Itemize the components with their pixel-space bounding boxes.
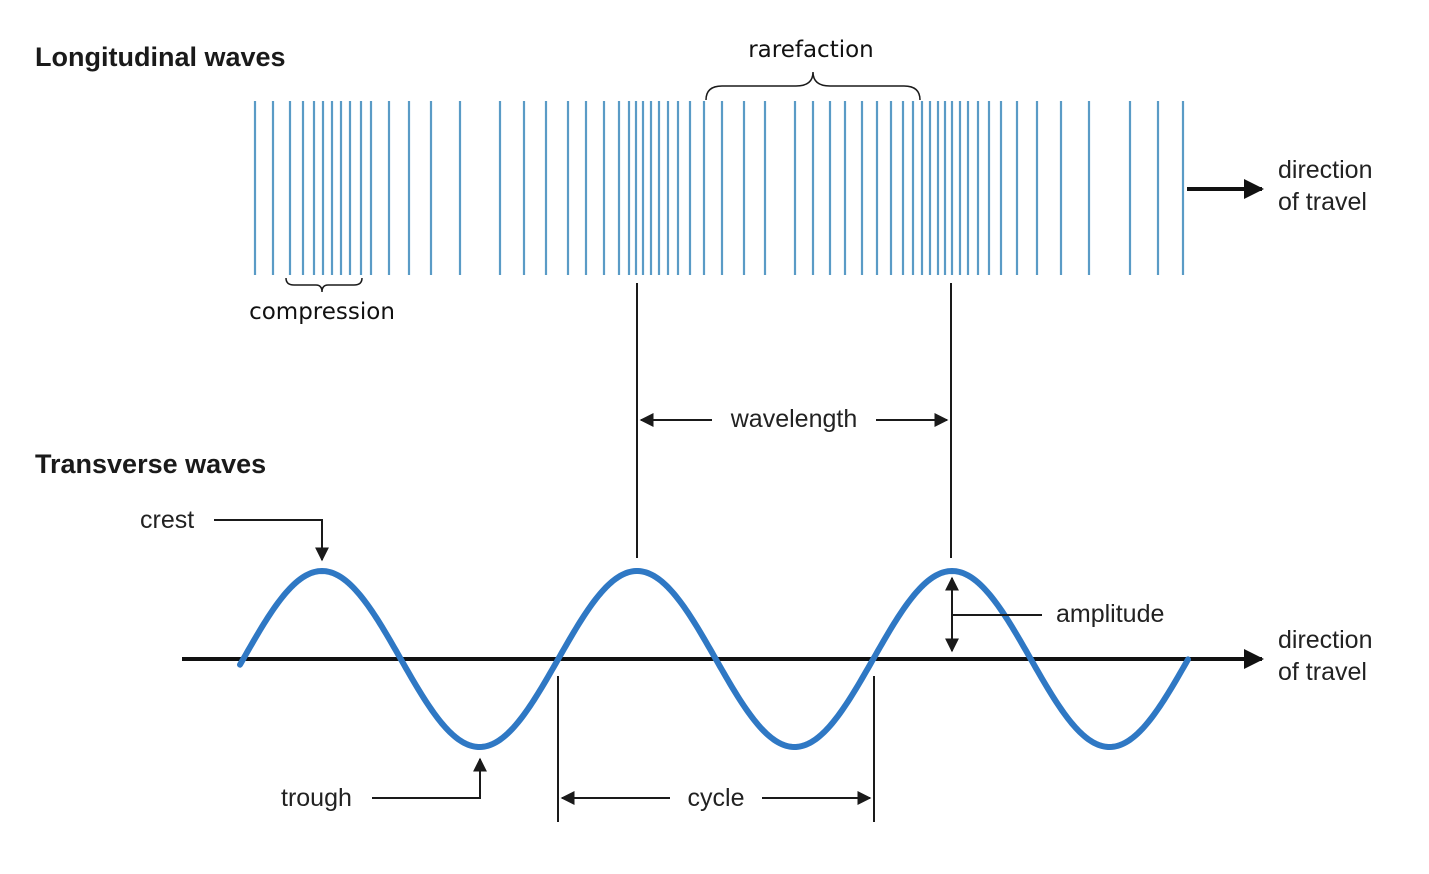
amplitude-label: amplitude	[1056, 600, 1164, 628]
trough-pointer	[372, 757, 487, 799]
compression-brace	[285, 277, 363, 293]
transverse-direction-label-line1: direction	[1278, 626, 1373, 654]
wavelength-label: wavelength	[730, 405, 857, 433]
transverse-title: Transverse waves	[35, 449, 266, 479]
compression-label: compression	[249, 299, 395, 325]
trough-label: trough	[281, 784, 352, 812]
longitudinal-direction-label-line2: of travel	[1278, 188, 1367, 216]
crest-label: crest	[140, 506, 194, 534]
cycle-label: cycle	[688, 784, 745, 812]
transverse-direction-label-line2: of travel	[1278, 658, 1367, 686]
rarefaction-brace	[705, 71, 921, 101]
transverse-wave	[237, 567, 1191, 751]
rarefaction-label: rarefaction	[748, 37, 874, 63]
crest-pointer	[214, 519, 329, 562]
longitudinal-bars	[253, 101, 1185, 275]
longitudinal-direction-label-line1: direction	[1278, 156, 1373, 184]
longitudinal-title: Longitudinal waves	[35, 42, 286, 72]
